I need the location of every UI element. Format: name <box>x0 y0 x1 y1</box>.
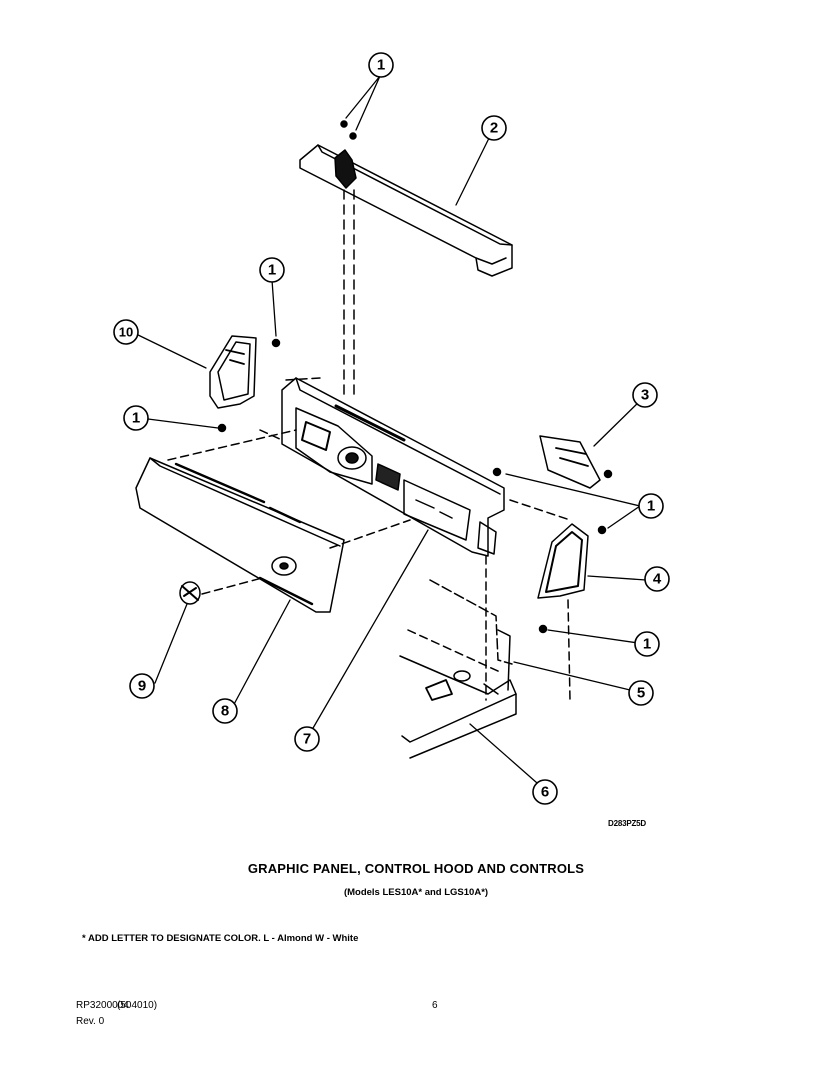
doc-number: RP3200004 <box>76 1000 129 1011</box>
drawing-code: D283PZ5D <box>608 819 646 828</box>
callout-screw-1e: 1 <box>643 636 651 653</box>
screws <box>217 120 613 634</box>
callout-bracket-5: 5 <box>637 685 645 702</box>
right-end-cap <box>537 523 589 599</box>
callout-screw-1d: 1 <box>647 498 655 515</box>
color-note: * ADD LETTER TO DESIGNATE COLOR. L - Alm… <box>82 933 359 944</box>
callout-hood-8: 8 <box>221 703 229 720</box>
callout-screw-1c: 1 <box>132 410 140 427</box>
diagram-title: GRAPHIC PANEL, CONTROL HOOD AND CONTROLS <box>247 861 585 876</box>
diagram-subtitle: (Models LES10A* and LGS10A*) <box>343 887 489 898</box>
control-hood-front <box>135 457 345 613</box>
callout-endcap-10: 10 <box>119 325 133 340</box>
console-base <box>399 629 517 759</box>
callout-bracket-3: 3 <box>641 387 649 404</box>
control-knob <box>179 581 201 605</box>
control-hood-top <box>299 144 513 277</box>
callout-knob-9: 9 <box>138 678 146 695</box>
graphic-panel <box>281 377 505 557</box>
callout-screw-1: 1 <box>377 57 385 74</box>
doc-code: (504010) <box>117 1000 158 1011</box>
revision: Rev. 0 <box>76 1016 105 1027</box>
callout-panel-7: 7 <box>303 731 311 748</box>
left-end-cap <box>209 335 257 409</box>
leader-lines <box>133 75 647 791</box>
page-number: 6 <box>432 1000 438 1011</box>
callout-endcap-4: 4 <box>653 571 662 588</box>
mounting-bracket <box>429 579 513 691</box>
callout-hood-2: 2 <box>490 120 498 137</box>
callout-base-6: 6 <box>541 784 549 801</box>
callout-screw-1b: 1 <box>268 262 276 279</box>
right-bracket <box>539 435 601 489</box>
callouts <box>113 52 670 805</box>
